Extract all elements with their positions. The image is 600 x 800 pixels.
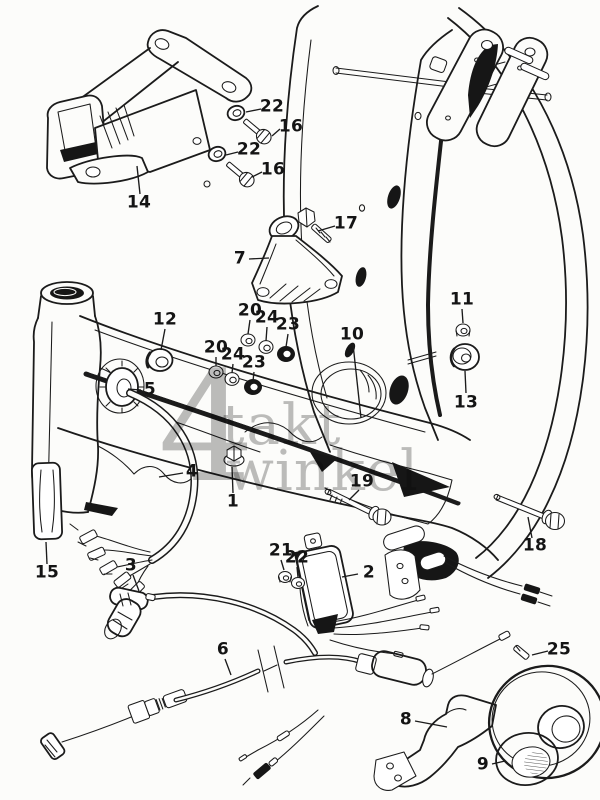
part-callout-25: 25 xyxy=(546,639,572,660)
frame-middle xyxy=(311,351,437,425)
leader-line-5 xyxy=(127,388,142,391)
leader-line-9 xyxy=(491,760,506,765)
leader-line-2 xyxy=(341,573,359,578)
bracket-7 xyxy=(203,180,343,305)
part-callout-24: 24 xyxy=(220,344,246,365)
part-callout-8: 8 xyxy=(399,709,413,730)
leader-line-7 xyxy=(248,257,270,260)
rubber-sleeve-15 xyxy=(31,461,63,541)
leader-line-20 xyxy=(247,319,251,335)
throttle-cable-6 xyxy=(40,630,511,760)
part-callout-19: 19 xyxy=(349,471,375,492)
part-callout-6: 6 xyxy=(216,639,230,660)
bolt-18 xyxy=(493,493,566,531)
part-callout-15: 15 xyxy=(34,562,60,583)
magneto-wires xyxy=(238,709,325,786)
part-callout-7: 7 xyxy=(233,248,247,269)
leader-line-25 xyxy=(531,650,549,656)
leader-line-22 xyxy=(245,108,262,113)
leader-line-22 xyxy=(225,151,239,156)
wire-harness xyxy=(31,360,199,599)
ring-9 xyxy=(495,731,559,787)
part-callout-22: 22 xyxy=(236,139,262,160)
part-callout-23: 23 xyxy=(275,314,301,335)
leader-line-3 xyxy=(132,574,140,592)
leader-line-18 xyxy=(527,516,533,539)
part-callout-16: 16 xyxy=(278,116,304,137)
part-callout-14: 14 xyxy=(126,192,152,213)
leader-line-16 xyxy=(251,171,263,178)
leader-line-17 xyxy=(317,225,336,232)
spark-plug-lead xyxy=(150,592,318,656)
drive-unit-8 xyxy=(373,664,600,791)
part-callout-2: 2 xyxy=(362,562,376,583)
bolt-19 xyxy=(324,488,392,526)
washers-22-bolts-16 xyxy=(207,104,272,188)
frame-leg-shield-section xyxy=(31,281,193,516)
leader-line-23 xyxy=(285,333,289,348)
leader-line-6 xyxy=(224,658,232,676)
part-callout-9: 9 xyxy=(476,754,490,775)
grommet-13 xyxy=(449,343,480,371)
leader-line-14 xyxy=(136,165,141,195)
part-callout-11: 11 xyxy=(449,289,475,310)
part-callout-1: 1 xyxy=(226,491,240,512)
leader-line-1 xyxy=(231,466,234,494)
leader-line-24 xyxy=(265,326,268,342)
leader-line-16 xyxy=(271,128,281,137)
leader-line-4 xyxy=(158,472,184,478)
leader-line-10 xyxy=(352,343,362,419)
spark-plug-cap-3 xyxy=(104,586,156,640)
leader-line-13 xyxy=(464,370,467,394)
leader-line-11 xyxy=(461,308,464,324)
bracket-14 xyxy=(46,29,253,185)
leader-line-12 xyxy=(160,328,166,351)
part-callout-20: 20 xyxy=(237,300,263,321)
part-callout-16: 16 xyxy=(260,159,286,180)
part-callout-13: 13 xyxy=(453,392,479,413)
part-callout-21: 21 xyxy=(268,540,294,561)
leader-line-21 xyxy=(280,559,285,571)
part-callout-12: 12 xyxy=(152,309,178,330)
bolt-1 xyxy=(223,445,245,467)
part-callout-5: 5 xyxy=(143,379,157,400)
fasteners-20-24-23 xyxy=(208,333,295,395)
part-callout-22: 22 xyxy=(259,96,285,117)
leader-line-8 xyxy=(414,720,448,728)
part-callout-10: 10 xyxy=(339,324,365,345)
nut-11 xyxy=(455,323,471,337)
leader-line-24 xyxy=(231,363,234,374)
leader-line-15 xyxy=(45,541,48,565)
part-callout-4: 4 xyxy=(185,461,199,482)
part-callout-17: 17 xyxy=(333,213,359,234)
frame-spine xyxy=(282,5,552,453)
part-callout-3: 3 xyxy=(124,555,138,576)
ignition-coil-2 xyxy=(277,532,440,658)
part-callout-22: 22 xyxy=(284,547,310,568)
pin-25 xyxy=(513,644,530,660)
part-callout-24: 24 xyxy=(254,307,280,328)
bolt-17 xyxy=(297,207,332,243)
part-callout-23: 23 xyxy=(241,352,267,373)
grommet-12 xyxy=(145,348,174,372)
leader-line-22 xyxy=(296,566,299,578)
callout-leader-lines xyxy=(45,108,549,765)
leader-line-23 xyxy=(252,371,255,382)
leader-line-19 xyxy=(348,489,360,501)
frame-wires-right xyxy=(443,555,553,607)
part-callout-20: 20 xyxy=(203,337,229,358)
part-callout-18: 18 xyxy=(522,535,548,556)
